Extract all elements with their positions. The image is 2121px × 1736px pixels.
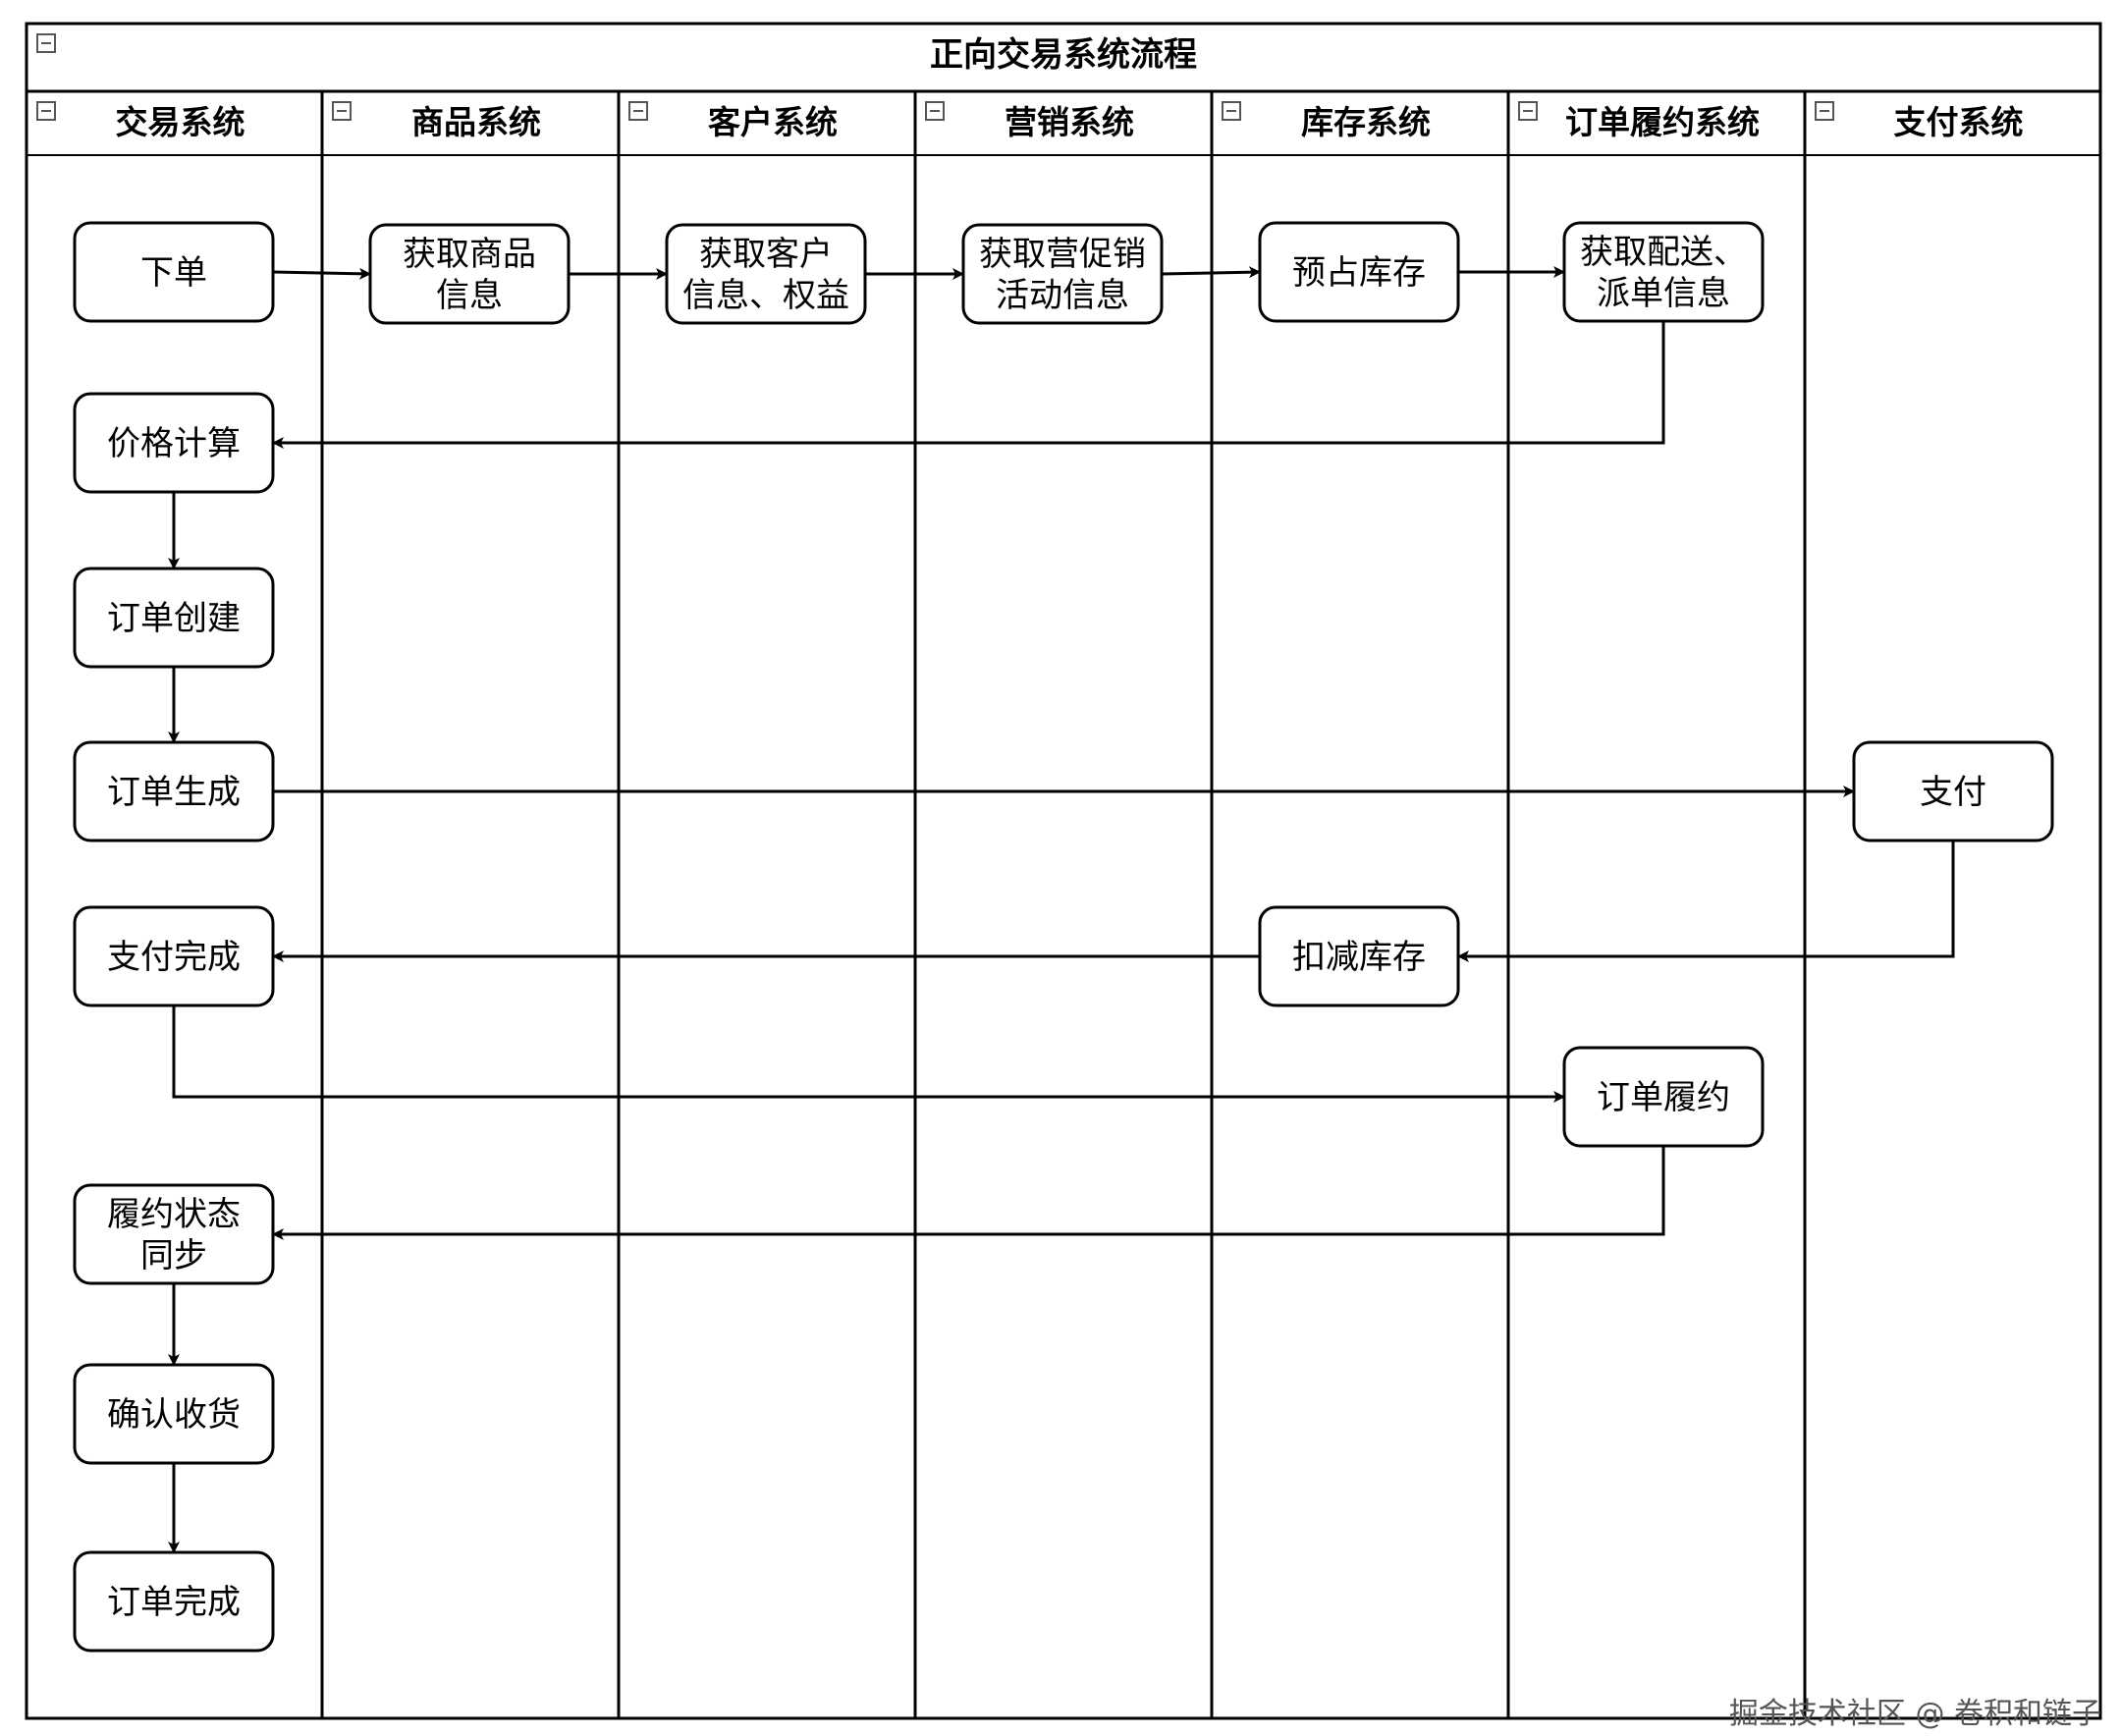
node-box[interactable] [1562,221,1765,323]
node-confirm-receipt[interactable]: 确认收货 [73,1363,275,1465]
node-label: 下单 [140,253,207,293]
edges [168,266,1955,1553]
minus-box-icon[interactable] [332,101,352,121]
minus-box-icon[interactable] [36,33,56,53]
node-place-order[interactable]: 下单 [73,221,275,323]
node-box[interactable] [1562,1046,1765,1148]
node-deduct-stock[interactable]: 扣减库存 [1258,905,1460,1007]
edge-place-order-to-get-product-info[interactable] [272,267,371,280]
lane-fulfillment: 订单履约系统 [1506,91,1760,1718]
lane-inventory: 库存系统 [1210,91,1431,1718]
node-label: 订单创建 [107,599,241,638]
node-label: 支付完成 [107,938,241,977]
node-label: 订单履约 [1597,1078,1730,1117]
node-order-create[interactable]: 订单创建 [73,567,275,669]
node-box[interactable] [73,567,275,669]
node-label: 订单生成 [107,773,241,812]
node-get-delivery-info[interactable]: 获取配送、派单信息 [1562,221,1765,323]
node-reserve-stock[interactable]: 预占库存 [1258,221,1460,323]
node-box[interactable] [73,392,275,494]
edge-order-fulfill-to-fulfill-status-sync[interactable] [272,1146,1665,1240]
minus-box-icon[interactable] [1518,101,1538,121]
minus-box-icon[interactable] [1222,101,1241,121]
minus-box-icon[interactable] [628,101,648,121]
minus-box-icon[interactable] [1815,101,1834,121]
lane-payment: 支付系统 [1803,91,2024,1718]
edge-pay-to-deduct-stock[interactable] [1457,841,1955,962]
pool-header: 正向交易系统流程 [36,33,1197,75]
edge-get-delivery-info-to-price-calc[interactable] [272,321,1665,449]
node-label: 订单完成 [107,1583,241,1622]
lane-title: 交易系统 [116,103,245,141]
node-box[interactable] [73,1183,275,1285]
lane-title: 营销系统 [1005,103,1134,141]
node-box[interactable] [368,223,571,325]
minus-box-icon[interactable] [36,101,56,121]
lane-trade: 交易系统 [36,101,245,141]
node-label: 获取营促销 [979,235,1146,274]
lane-title: 库存系统 [1301,103,1431,141]
edge-get-promo-info-to-reserve-stock[interactable] [1161,266,1261,279]
node-box[interactable] [73,1550,275,1653]
node-label: 派单信息 [1597,274,1730,313]
node-box[interactable] [1852,740,2054,842]
node-price-calc[interactable]: 价格计算 [73,392,275,494]
edge-pay-complete-to-order-fulfill[interactable] [172,1005,1565,1103]
node-label: 同步 [140,1236,207,1275]
lane-customer: 客户系统 [617,91,838,1718]
lane-product: 商品系统 [320,91,541,1718]
lane-marketing: 营销系统 [913,91,1134,1718]
lane-title: 客户系统 [708,103,838,141]
node-label: 获取配送、 [1580,233,1747,272]
watermark: 掘金技术社区 @ 卷积和链子 [1728,1697,2101,1731]
node-order-generate[interactable]: 订单生成 [73,740,275,842]
node-label: 获取商品 [403,235,536,274]
lane-title: 订单履约系统 [1565,103,1760,141]
lanes: 交易系统 商品系统 客户系统 营销系统 库存系统 订单履约系统 支付系统 [36,91,2024,1718]
nodes: 下单获取商品信息获取客户信息、权益获取营促销活动信息预占库存获取配送、派单信息价… [73,221,2054,1653]
node-box[interactable] [961,223,1164,325]
node-order-fulfill[interactable]: 订单履约 [1562,1046,1765,1148]
lane-title: 支付系统 [1894,103,2024,141]
node-pay-complete[interactable]: 支付完成 [73,905,275,1007]
node-label: 获取客户 [699,235,833,274]
node-pay[interactable]: 支付 [1852,740,2054,842]
diagram-title: 正向交易系统流程 [930,35,1197,75]
node-label: 价格计算 [107,424,241,463]
node-label: 履约状态 [107,1195,241,1234]
node-box[interactable] [73,1363,275,1465]
lane-title: 商品系统 [411,103,541,141]
node-label: 支付 [1920,773,1986,812]
node-label: 信息 [436,276,503,315]
node-label: 预占库存 [1292,253,1426,293]
node-label: 确认收货 [107,1395,241,1435]
node-box[interactable] [73,221,275,323]
node-box[interactable] [73,905,275,1007]
node-box[interactable] [73,740,275,842]
node-box[interactable] [1258,905,1460,1007]
node-box[interactable] [1258,221,1460,323]
node-order-complete[interactable]: 订单完成 [73,1550,275,1653]
node-label: 扣减库存 [1292,938,1426,977]
node-label: 活动信息 [996,276,1129,315]
node-label: 信息、权益 [682,276,849,315]
minus-box-icon[interactable] [925,101,945,121]
node-box[interactable] [665,223,867,325]
